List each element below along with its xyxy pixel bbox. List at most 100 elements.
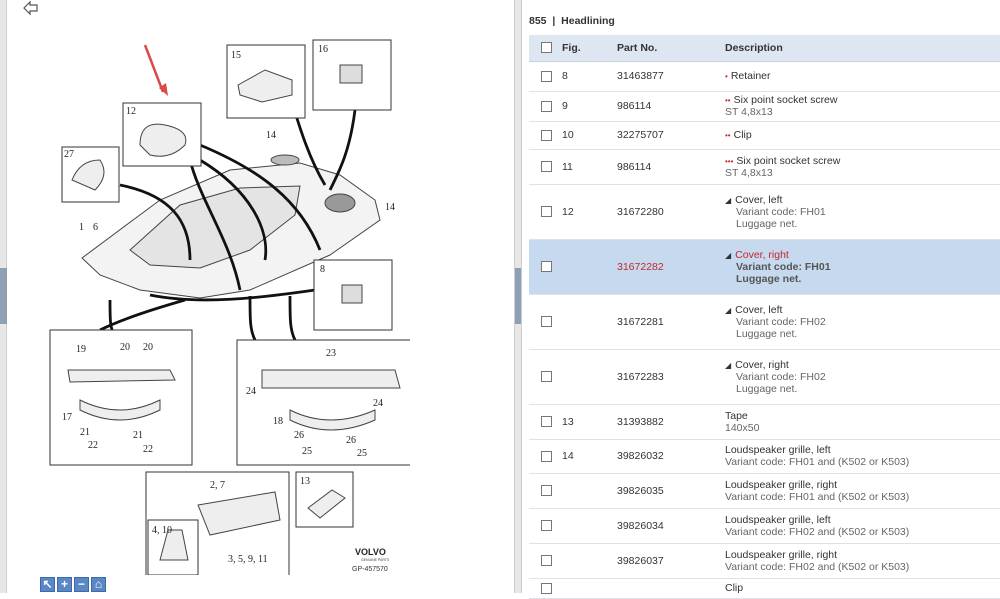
part-number[interactable]: 39826037 [617,554,664,567]
part-number[interactable]: 31672281 [617,315,664,328]
part-number[interactable]: 39826032 [617,450,664,462]
part-17-sketch [79,399,161,421]
column-header-fig[interactable]: Fig. [562,35,617,62]
part-detail-line: Luggage net. [736,272,802,285]
headliner-panel [81,154,381,299]
part-number[interactable]: 986114 [617,160,652,173]
column-header-part-no[interactable]: Part No. [617,35,725,62]
row-checkbox[interactable] [541,100,552,112]
home-icon[interactable]: ⌂ [91,577,106,592]
row-checkbox[interactable] [541,582,552,594]
expand-triangle-icon[interactable]: ◢ [725,195,732,205]
fig-cell: 11 [562,149,617,185]
exploded-parts-diagram[interactable]: 15 16 12 27 14 14 1 6 8 19 20 20 17 21 2… [40,35,410,575]
part-detail-line: Luggage net. [736,217,798,230]
callout-4-10: 4, 10 [152,525,172,536]
part-detail-line: Variant code: FH01 and (K502 or K503) [725,456,910,468]
red-pointer-arrow-icon [143,44,168,96]
part-number[interactable]: 39826034 [617,519,664,532]
part-number[interactable]: 31393882 [617,415,664,428]
back-arrow-icon[interactable] [22,0,40,16]
row-checkbox[interactable] [541,316,552,328]
callout-1: 1 [79,222,84,233]
part-number[interactable]: 31672280 [617,205,664,218]
part-description: Loudspeaker grille, right [725,548,838,561]
row-checkbox[interactable] [541,555,552,567]
part-detail-line: Luggage net. [736,382,798,395]
row-checkbox[interactable] [541,371,552,383]
part-number[interactable]: 31672283 [617,370,664,383]
fig-cell [562,473,617,509]
fig-cell [562,294,617,350]
part-23-sketch [261,369,401,389]
row-checkbox[interactable] [541,261,552,273]
part-description: Cover, left [735,303,783,316]
callout-25a: 25 [302,446,312,457]
part-description: Tape [725,409,748,422]
zoom-in-icon[interactable]: + [57,577,72,592]
part-number[interactable]: 986114 [617,100,652,112]
row-checkbox[interactable] [541,416,552,428]
callout-13: 13 [300,476,310,487]
part-description: Loudspeaker grille, left [725,444,831,456]
fig-cell: 12 [562,184,617,240]
fig-cell [562,578,617,599]
part-12-sketch [139,123,187,157]
row-checkbox[interactable] [541,485,552,497]
callout-21a: 21 [80,427,90,438]
zoom-out-icon[interactable]: − [74,577,89,592]
row-checkbox[interactable] [541,70,552,82]
select-all-checkbox[interactable] [541,42,552,54]
row-checkbox[interactable] [541,161,552,173]
part-detail-line: Variant code: FH02 [736,315,826,328]
callout-22a: 22 [88,440,98,451]
part-detail-line: ST 4,8x13 [725,166,773,179]
row-checkbox[interactable] [541,520,552,532]
pointer-icon[interactable]: ↖ [40,577,55,592]
volvo-logo: VOLVO [355,547,386,557]
part-number[interactable]: 31463877 [617,70,664,82]
expand-triangle-icon[interactable]: ◢ [725,360,732,370]
callout-21b: 21 [133,430,143,441]
table-row[interactable]: Clip [529,578,1000,599]
column-header-description[interactable]: Description [725,35,1000,62]
expand-triangle-icon[interactable]: ◢ [725,305,732,315]
callout-6: 6 [93,222,98,233]
expand-triangle-icon[interactable]: ◢ [725,250,732,260]
level-dots: ••• [725,156,734,166]
part-description: Cover, right [735,358,789,371]
splitter-grip[interactable] [515,268,521,324]
left-collapse-grip[interactable] [0,268,7,324]
row-checkbox[interactable] [541,206,552,218]
pane-splitter[interactable] [514,0,522,593]
left-collapse-bar[interactable] [0,0,7,593]
callout-box-handles-left [49,329,193,466]
diagram-ref: GP-457570 [352,566,388,573]
part-number[interactable]: 31672282 [617,260,664,273]
part-number[interactable]: 39826035 [617,484,664,497]
part-detail-line: Variant code: FH02 and (K502 or K503) [725,525,910,538]
description-cell: Clip [725,578,1000,599]
callout-17: 17 [62,412,72,423]
part-number[interactable]: 32275707 [617,129,664,141]
row-checkbox[interactable] [541,129,552,141]
row-checkbox[interactable] [541,450,552,462]
